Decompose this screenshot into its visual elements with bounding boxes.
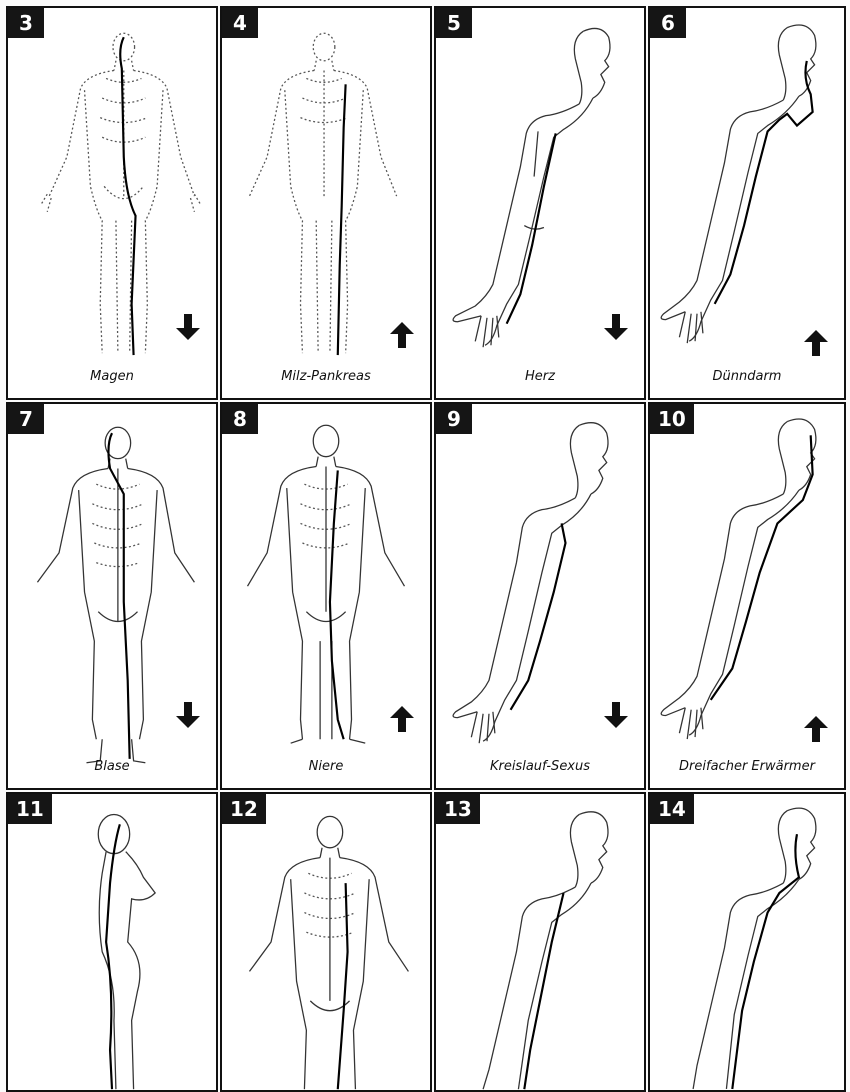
- meridian-caption: Blase: [8, 759, 216, 774]
- front-body-figure: [222, 794, 430, 1090]
- arm-figure: [436, 794, 644, 1090]
- panel-9: 9 Kreislauf-Sexus: [434, 402, 646, 790]
- direction-up-arrow-icon: [388, 704, 416, 734]
- arm-figure: [436, 404, 644, 788]
- meridian-caption: Milz-Pankreas: [222, 369, 430, 384]
- meridian-caption: Dreifacher Erwärmer: [650, 759, 844, 774]
- panel-4: 4 Milz-Pankreas: [220, 6, 432, 400]
- direction-down-arrow-icon: [602, 312, 630, 342]
- panel-14: 14: [648, 792, 846, 1092]
- direction-up-arrow-icon: [802, 328, 830, 358]
- panel-13: 13: [434, 792, 646, 1092]
- panel-10: 10 Dreifacher Erwärmer: [648, 402, 846, 790]
- direction-down-arrow-icon: [602, 700, 630, 730]
- panel-5: 5 Herz: [434, 6, 646, 400]
- direction-up-arrow-icon: [388, 320, 416, 350]
- panel-8: 8 Niere: [220, 402, 432, 790]
- panel-7: 7 Blase: [6, 402, 218, 790]
- side-body-figure: [8, 794, 216, 1090]
- direction-down-arrow-icon: [174, 700, 202, 730]
- panel-11: 11: [6, 792, 218, 1092]
- back-body-figure: [8, 404, 216, 788]
- meridian-caption: Kreislauf-Sexus: [436, 759, 644, 774]
- direction-down-arrow-icon: [174, 312, 202, 342]
- meridian-caption: Niere: [222, 759, 430, 774]
- arm-figure: [650, 794, 844, 1090]
- meridian-caption: Magen: [8, 369, 216, 384]
- meridian-caption: Dünndarm: [650, 369, 844, 384]
- panel-3: 3 Magen: [6, 6, 218, 400]
- direction-up-arrow-icon: [802, 714, 830, 744]
- panel-12: 12: [220, 792, 432, 1092]
- panel-6: 6 Dünndarm: [648, 6, 846, 400]
- meridian-caption: Herz: [436, 369, 644, 384]
